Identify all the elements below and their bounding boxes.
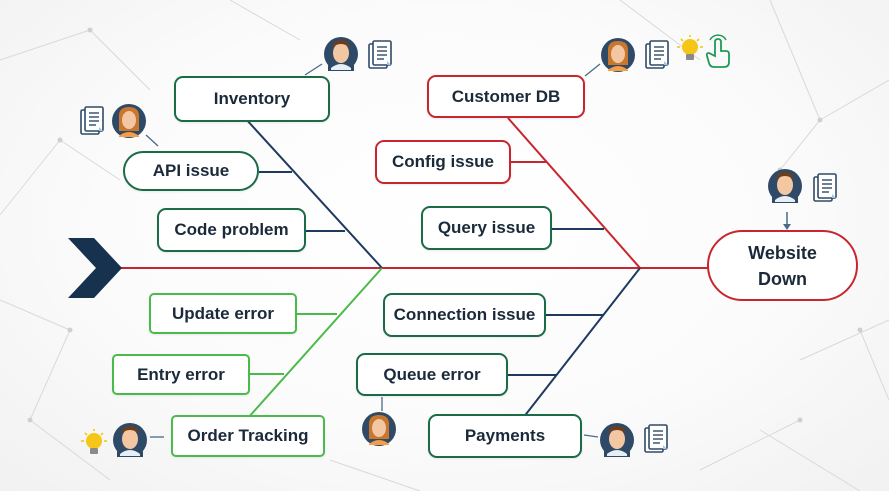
document-icon: [80, 106, 104, 135]
connector-arrow: [145, 134, 159, 147]
person-avatar-icon: [362, 412, 396, 446]
person-avatar-icon: [601, 38, 635, 72]
cause-queue-error: Queue error: [356, 353, 508, 396]
person-avatar-icon: [324, 37, 358, 71]
cause-label: Order Tracking: [187, 426, 309, 445]
cause-api-issue: API issue: [123, 151, 259, 191]
cause-label: Connection issue: [393, 305, 536, 324]
cause-label: Config issue: [391, 152, 494, 171]
connector-arrow: [584, 63, 601, 77]
cause-label: Code problem: [174, 220, 289, 239]
cause-label: API issue: [152, 161, 230, 180]
effect-label-line2: Down: [758, 268, 807, 289]
bone-lower-left: [247, 267, 383, 419]
lightbulb-icon: [80, 428, 108, 455]
document-icon: [813, 173, 837, 202]
cause-code-problem: Code problem: [157, 208, 306, 252]
bone-upper-left: [244, 117, 383, 269]
document-icon: [645, 40, 669, 69]
cause-connection-issue: Connection issue: [383, 293, 546, 337]
effect-label-line1: Website: [748, 242, 817, 263]
cause-inventory: Inventory: [174, 76, 330, 122]
background-network-nodes: [27, 27, 863, 423]
cause-order-tracking: Order Tracking: [171, 415, 325, 457]
cause-customer-db: Customer DB: [427, 75, 585, 118]
cause-entry-error: Entry error: [112, 354, 250, 395]
cause-update-error: Update error: [149, 293, 297, 334]
person-avatar-icon: [112, 104, 146, 138]
connector-arrow: [583, 434, 599, 438]
person-avatar-icon: [600, 423, 634, 457]
cause-label: Query issue: [437, 218, 536, 237]
document-icon: [644, 424, 668, 453]
cause-label: Payments: [464, 426, 546, 445]
cause-label: Entry error: [137, 364, 225, 384]
person-avatar-icon: [768, 169, 802, 203]
person-avatar-icon: [113, 423, 147, 457]
cause-payments: Payments: [428, 414, 582, 458]
cause-label: Update error: [171, 303, 275, 323]
cause-label: Customer DB: [451, 86, 561, 106]
document-icon: [368, 40, 392, 69]
bone-lower-right: [522, 267, 641, 419]
cause-label: Queue error: [383, 364, 481, 384]
tail-chevron-icon: [68, 238, 122, 298]
head-connector-arrowhead: [783, 224, 791, 230]
effect-website-down: Website Down: [707, 230, 858, 301]
lightbulb-icon: [676, 34, 704, 61]
cause-label: Inventory: [213, 89, 291, 108]
connector-arrow: [304, 63, 323, 76]
pointer-hand-icon: [705, 34, 730, 68]
bone-upper-right: [507, 117, 641, 269]
cause-query-issue: Query issue: [421, 206, 552, 250]
cause-config-issue: Config issue: [375, 140, 511, 184]
